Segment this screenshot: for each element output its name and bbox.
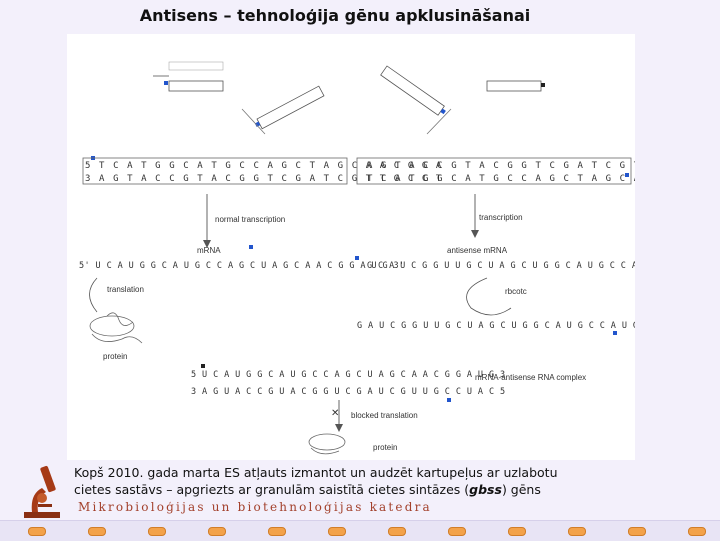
translation-label: translation (107, 285, 144, 294)
svg-text:✕: ✕ (331, 408, 339, 419)
caption-line-1: Kopš 2010. gada marta ES atļauts izmanto… (74, 465, 558, 480)
protein-label-bottom: protein (373, 443, 397, 452)
department-name: Mikrobioloģijas un biotehnoloģijas kated… (78, 500, 432, 514)
svg-text:3 A G U A C C G U A C G G U C: 3 A G U A C C G U A C G G U C G A U C G … (191, 387, 506, 397)
ribosome-left (89, 312, 143, 344)
svg-text:3 A G T A C C G T A C G G T C: 3 A G T A C C G T A C G G T C G A T C G … (85, 174, 443, 184)
svg-text:G C A U C G G U U G C U A G C: G C A U C G G U U G C U A G C U G G C A … (367, 261, 635, 271)
svg-text:rbcotc: rbcotc (505, 287, 527, 296)
svg-text:T C A T G G C A T G C C A G C: T C A T G G C A T G C C A G C T A G C A … (367, 174, 635, 184)
antisense-label: antisense mRNA (447, 246, 508, 255)
top-gene-left (153, 61, 224, 92)
ribosome-bottom (308, 433, 346, 455)
dna-right: A G T A C C G T A C G G T C G A T C G T … (356, 157, 635, 185)
top-gene-diag-left (254, 85, 325, 130)
diagram-svg: 5 T C A T G G C A T G C C A G C T A G C … (79, 61, 635, 455)
footer-dot (208, 527, 226, 536)
footer-dot (268, 527, 286, 536)
footer-dot (148, 527, 166, 536)
footer-dot (508, 527, 526, 536)
footer-dot (448, 527, 466, 536)
microscope-icon (24, 465, 60, 518)
svg-text:G A U C G G U U G C U A G C U: G A U C G G U U G C U A G C U G G C A U … (357, 321, 635, 331)
blocked-translation-label: blocked translation (351, 411, 418, 420)
caption: Kopš 2010. gada marta ES atļauts izmanto… (74, 464, 674, 498)
page-title: Antisens – tehnoloģija gēnu apklusināšan… (139, 6, 531, 25)
svg-text:5 U C A U G G C A U G C C A G: 5 U C A U G G C A U G C C A G C U A G C … (191, 370, 506, 380)
normal-transcription-label: normal transcription (215, 215, 285, 224)
svg-text:A G T A C C G T A C G G T C G: A G T A C C G T A C G G T C G A T C G T … (367, 161, 635, 171)
protein-label-left: protein (103, 352, 127, 361)
footer-dot (388, 527, 406, 536)
top-gene-right (486, 80, 545, 92)
mrna-label: mRNA (197, 246, 221, 255)
caption-line-2-after: ) gēns (501, 482, 541, 497)
svg-text:5 T C A T G G C A T G C C A G: 5 T C A T G G C A T G C C A G C T A G C … (85, 161, 443, 171)
antisense-diagram: 5 T C A T G G C A T G C C A G C T A G C … (67, 34, 635, 460)
top-gene-diag-right (380, 65, 446, 116)
dna-left: 5 T C A T G G C A T G C C A G C T A G C … (82, 156, 443, 185)
footer-dot (628, 527, 646, 536)
footer-dot (688, 527, 706, 536)
svg-text:mRNA-antisense RNA complex: mRNA-antisense RNA complex (475, 373, 586, 382)
footer-bar (0, 520, 720, 541)
caption-line-2: cietes sastāvs – apgriezts ar granulām s… (74, 481, 674, 498)
footer-dot (328, 527, 346, 536)
footer-dot (568, 527, 586, 536)
footer-dot (28, 527, 46, 536)
gene-name: gbss (469, 482, 502, 497)
mrna-sequence: 5' U C A U G G C A U G C C A G C U A G C… (79, 261, 405, 271)
footer-dot (88, 527, 106, 536)
transcription-label: transcription (479, 213, 523, 222)
caption-line-2-before: cietes sastāvs – apgriezts ar granulām s… (74, 482, 470, 497)
